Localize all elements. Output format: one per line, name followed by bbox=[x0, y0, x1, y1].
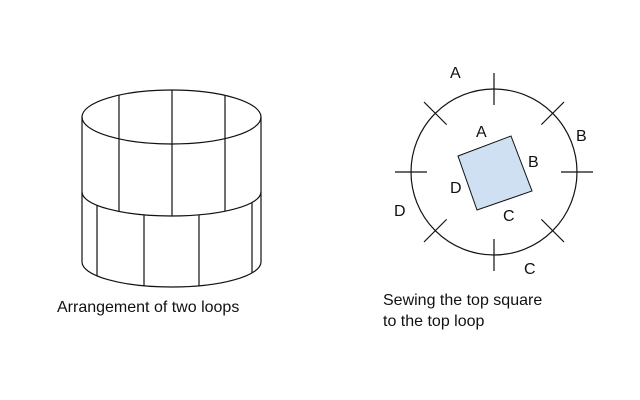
right-caption-line-2: to the top loop bbox=[383, 313, 485, 330]
circle-tick-mark bbox=[423, 101, 448, 126]
square-label-c: C bbox=[503, 208, 515, 225]
circle-tick-mark bbox=[423, 218, 448, 243]
square-label-a: A bbox=[476, 124, 487, 141]
circle-tick-mark bbox=[540, 101, 565, 126]
top-loop-circle-figure: A B C D A B C D bbox=[394, 65, 593, 278]
outer-label-b: B bbox=[576, 128, 587, 145]
square-label-d: D bbox=[450, 180, 462, 197]
left-caption: Arrangement of two loops bbox=[57, 299, 240, 316]
bottom-loop-rim bbox=[81, 261, 262, 288]
square-label-b: B bbox=[528, 154, 539, 171]
outer-label-d: D bbox=[394, 203, 406, 220]
outer-label-c: C bbox=[524, 261, 536, 278]
top-square bbox=[457, 135, 533, 211]
circle-tick-mark bbox=[540, 218, 565, 243]
right-caption-line-1: Sewing the top square bbox=[383, 292, 543, 309]
outer-label-a: A bbox=[450, 65, 461, 82]
two-loops-cylinder bbox=[81, 89, 262, 288]
